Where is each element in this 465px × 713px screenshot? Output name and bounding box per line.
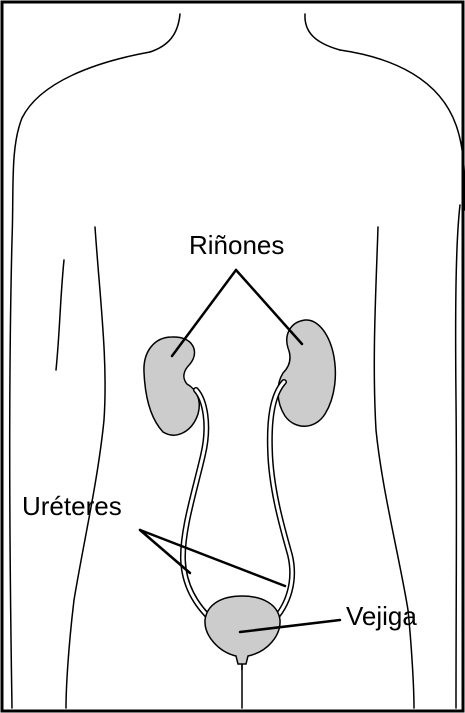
neck-right bbox=[305, 14, 340, 50]
neck-left bbox=[150, 14, 180, 52]
right-torso bbox=[374, 227, 414, 708]
ureters bbox=[183, 382, 292, 622]
left-shoulder-arm bbox=[10, 52, 150, 708]
right-arm-lower bbox=[456, 205, 460, 708]
left-armpit bbox=[56, 260, 64, 370]
bladder bbox=[205, 596, 280, 664]
label-bladder: Vejiga bbox=[346, 603, 417, 629]
left-torso bbox=[66, 227, 105, 708]
right-shoulder-arm bbox=[340, 50, 465, 210]
left-kidney bbox=[144, 337, 199, 435]
label-kidneys: Riñones bbox=[189, 232, 284, 258]
leader-ureters-right bbox=[140, 530, 285, 586]
right-kidney bbox=[278, 320, 335, 426]
leader-kidneys-right bbox=[236, 270, 302, 344]
leader-kidneys-left bbox=[172, 270, 236, 356]
label-ureters: Uréteres bbox=[22, 493, 122, 519]
